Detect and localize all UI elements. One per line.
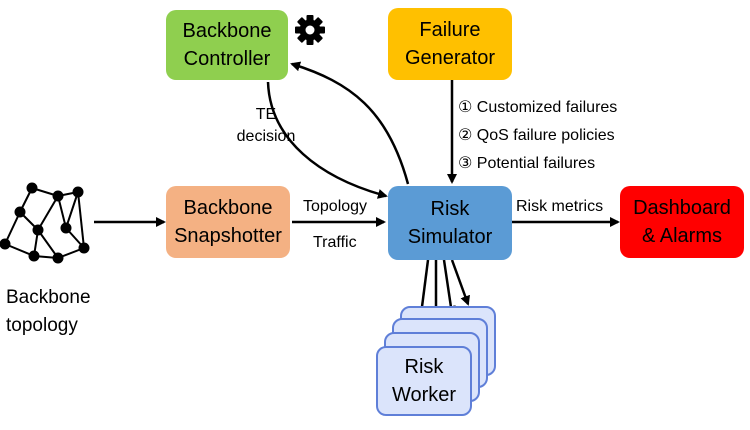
backbone-topology-caption-line2: topology xyxy=(6,315,78,336)
dashboard-alarms-node: Dashboard & Alarms xyxy=(620,186,744,258)
backbone-topology-caption-line1: Backbone xyxy=(6,287,91,308)
dashboard-alarms-label-line2: & Alarms xyxy=(641,225,723,247)
risk-worker-node: Risk Worker xyxy=(376,346,472,416)
topology-edge-label: Topology xyxy=(303,198,368,215)
arrow-te-decision-to-simulator xyxy=(266,81,388,199)
arrow-simulator-to-controller xyxy=(290,61,410,185)
backbone-controller-label-line2: Controller xyxy=(183,48,271,70)
backbone-controller-node: Backbone Controller xyxy=(166,10,288,80)
failure-generator-node: Failure Generator xyxy=(388,8,512,80)
te-decision-label-line2: decision xyxy=(236,128,296,145)
risk-simulator-label-line2: Simulator xyxy=(407,226,493,248)
failure-generator-label-line2: Generator xyxy=(404,47,496,69)
te-decision-label: TE decision xyxy=(226,104,306,148)
te-decision-label-line1: TE xyxy=(255,106,277,123)
traffic-edge-label: Traffic xyxy=(313,234,357,251)
gear-icon xyxy=(295,15,325,45)
arrow-simulator-to-worker-3 xyxy=(442,259,456,316)
backbone-snapshotter-node: Backbone Snapshotter xyxy=(166,186,290,258)
network-graph-icon xyxy=(0,182,90,264)
backbone-snapshotter-label-line2: Snapshotter xyxy=(174,225,282,247)
failure-types-list: ① Customized failures ② QoS failure poli… xyxy=(458,94,617,178)
failure-generator-label-line1: Failure xyxy=(419,19,481,41)
failure-type-customized: ① Customized failures xyxy=(458,99,618,116)
risk-simulator-node: Risk Simulator xyxy=(388,186,512,260)
backbone-controller-label-line1: Backbone xyxy=(182,20,272,42)
risk-metrics-edge-label: Risk metrics xyxy=(516,198,604,215)
backbone-topology-caption: Backbone topology xyxy=(6,284,91,340)
risk-worker-label-line2: Worker xyxy=(391,384,457,406)
risk-simulator-label-line1: Risk xyxy=(430,198,470,220)
risk-worker-label-line1: Risk xyxy=(404,356,444,378)
failure-type-potential: ③ Potential failures xyxy=(458,155,596,172)
failure-type-qos-policies: ② QoS failure policies xyxy=(458,127,615,144)
backbone-snapshotter-label-line1: Backbone xyxy=(183,197,273,219)
dashboard-alarms-label-line1: Dashboard xyxy=(633,197,731,219)
arrow-simulator-to-worker-4 xyxy=(450,259,470,306)
